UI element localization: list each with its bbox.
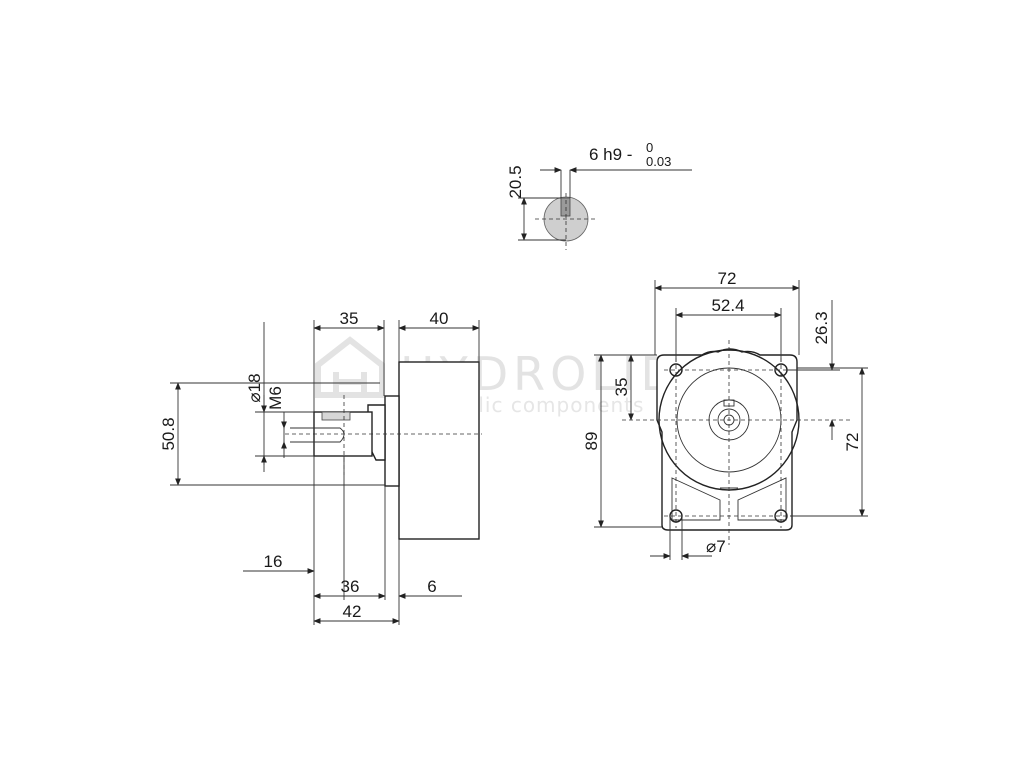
dim-89: 89 bbox=[582, 432, 601, 451]
dim-40-side: 40 bbox=[430, 309, 449, 328]
dim-diameter-18: ⌀18 bbox=[245, 373, 264, 402]
dim-35-side: 35 bbox=[340, 309, 359, 328]
dim-72-height: 72 bbox=[843, 433, 862, 452]
dim-20-5-label: 20.5 bbox=[506, 165, 525, 198]
front-view: 72 52.4 26.3 72 35 89 ⌀7 bbox=[582, 269, 868, 560]
dim-52-4: 52.4 bbox=[711, 296, 744, 315]
dim-42: 42 bbox=[343, 602, 362, 621]
mounting-flange bbox=[384, 395, 400, 487]
dim-6: 6 bbox=[427, 577, 436, 596]
dim-35-front: 35 bbox=[612, 378, 631, 397]
dim-26-3: 26.3 bbox=[812, 311, 831, 344]
key-tolerance-lower: 0.03 bbox=[646, 154, 671, 169]
watermark-house-icon bbox=[315, 336, 385, 398]
key-tolerance-label: 6 h9 - bbox=[589, 145, 632, 164]
dim-hole-7: ⌀7 bbox=[706, 537, 726, 556]
key-tolerance-upper: 0 bbox=[646, 140, 653, 155]
shaft-key-side bbox=[321, 411, 351, 421]
dim-16: 16 bbox=[264, 552, 283, 571]
dim-50-8: 50.8 bbox=[159, 417, 178, 450]
dim-36: 36 bbox=[341, 577, 360, 596]
dim-72-width: 72 bbox=[718, 269, 737, 288]
shaft-key bbox=[560, 197, 571, 217]
pump-body bbox=[398, 361, 480, 540]
side-view: 35 40 ⌀18 M6 50.8 16 36 bbox=[159, 309, 482, 625]
shaft-section: 20.5 6 h9 - 0 0.03 bbox=[506, 140, 692, 250]
dim-m6: M6 bbox=[266, 386, 285, 410]
